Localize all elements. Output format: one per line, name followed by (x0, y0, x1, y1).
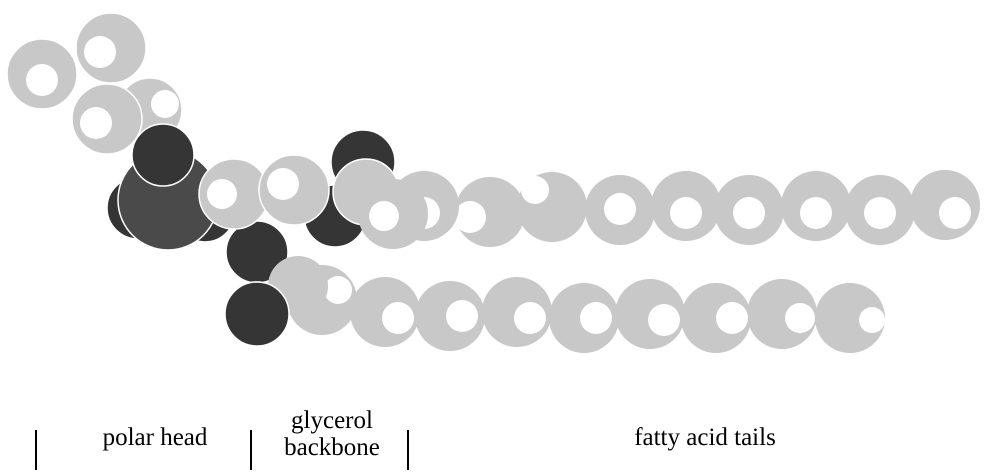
glycerol-backbone-label: glycerol backbone (262, 407, 402, 461)
region-divider-right (407, 430, 409, 470)
lower-fatty-acid-tail (268, 256, 885, 353)
dark-atom (225, 282, 289, 346)
light-atom (7, 39, 77, 109)
light-atom (76, 13, 146, 83)
dark-atom (132, 124, 194, 186)
upper-fatty-acid-tail (358, 170, 980, 249)
light-atom (72, 84, 142, 154)
region-divider-middle (250, 430, 252, 470)
polar-head-label: polar head (60, 424, 250, 451)
glycerol-label-line-1: glycerol (262, 407, 402, 434)
fatty-acid-tails-label: fatty acid tails (560, 424, 850, 451)
glycerol-label-line-2: backbone (262, 434, 402, 461)
light-atom (259, 155, 329, 225)
region-divider-left (35, 430, 37, 470)
